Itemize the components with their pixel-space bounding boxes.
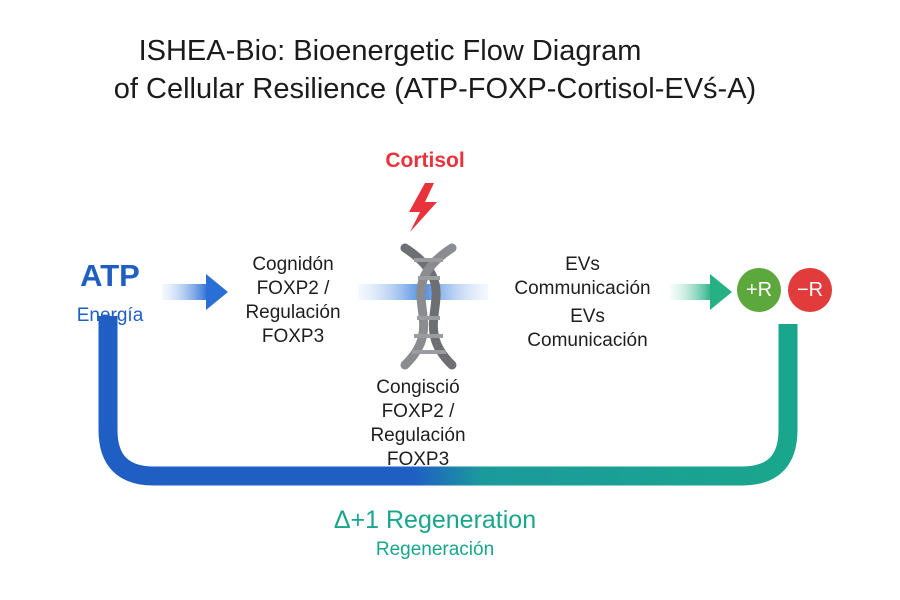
block-line: Communicación: [514, 278, 651, 299]
right-arrow-icon: [162, 274, 228, 310]
regeneration-label: Δ+1 Regeneration: [333, 506, 537, 534]
regeneration-loop: [98, 316, 798, 486]
center-foxp-block: Congisció FOXP2 / Regulación FOXP3: [348, 377, 488, 473]
lightning-bolt-icon: [409, 183, 437, 232]
block-line: Comunicación: [527, 330, 648, 351]
dna-helix-icon: [400, 243, 457, 370]
right-arrow-icon: [670, 274, 732, 310]
negative-resilience-badge: −R: [788, 268, 832, 312]
block-line: Congisció: [376, 377, 460, 398]
block-line: Regulación: [370, 425, 466, 446]
atp-label: ATP: [80, 258, 140, 293]
foxp-regulation-block: Cognidón FOXP2 / Regulación FOXP3: [228, 254, 358, 350]
regeneration-sublabel: Regeneración: [375, 539, 495, 560]
cortisol-label: Cortisol: [385, 149, 465, 172]
diagram-subtitle: of Cellular Resilience (ATP-FOXP-Cortiso…: [113, 73, 757, 105]
block-line: EVs: [565, 254, 600, 275]
block-line: EVs: [570, 306, 605, 327]
evs-communication-block: EVs Communicación: [495, 254, 670, 302]
atp-sublabel: Energía: [76, 305, 144, 326]
diagram-title: ISHEA-Bio: Bioenergetic Flow Diagram: [138, 35, 642, 67]
block-line: FOXP2 /: [256, 278, 330, 299]
block-line: FOXP2 /: [381, 401, 455, 422]
positive-resilience-badge: +R: [737, 268, 781, 312]
block-line: FOXP3: [386, 449, 450, 470]
block-line: FOXP3: [261, 326, 325, 347]
block-line: Cognidón: [252, 254, 334, 275]
block-line: Regulación: [245, 302, 341, 323]
evs-comunicacion-block: EVs Comunicación: [500, 306, 675, 354]
